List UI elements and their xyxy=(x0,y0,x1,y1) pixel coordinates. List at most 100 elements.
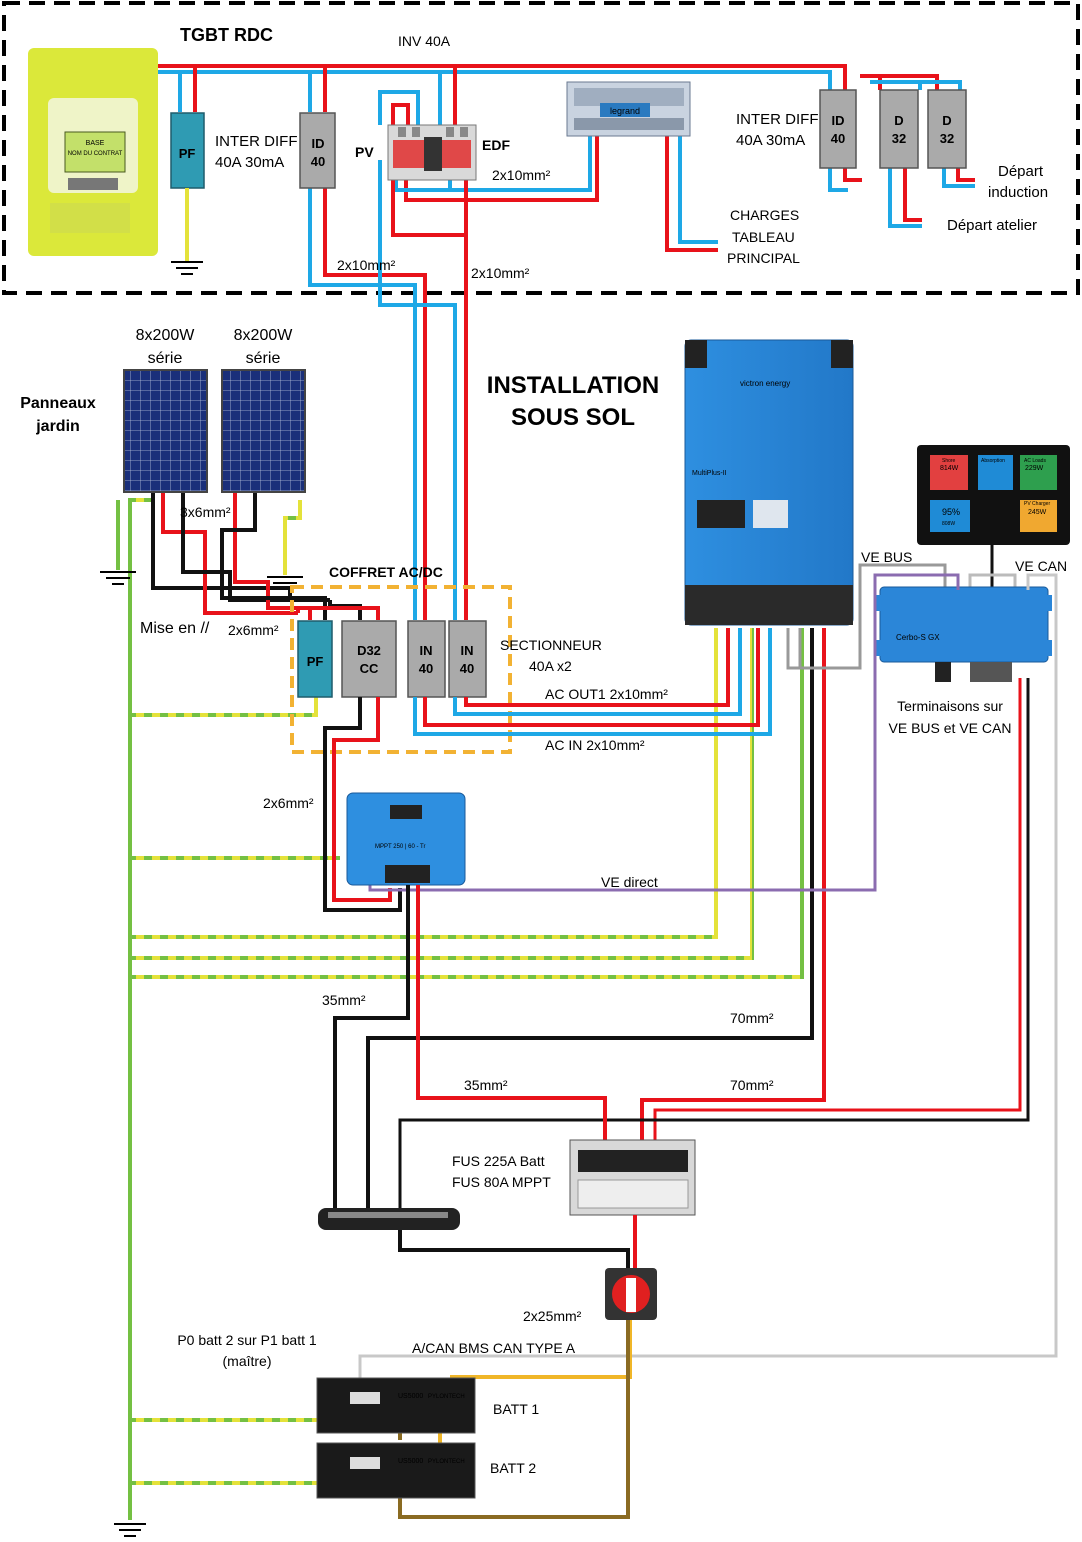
mppt-charger: MPPT 250 | 60 - Tr xyxy=(346,792,466,886)
svg-text:70mm²: 70mm² xyxy=(730,1077,774,1093)
svg-text:2x10mm²: 2x10mm² xyxy=(471,265,530,281)
svg-text:TABLEAU: TABLEAU xyxy=(732,229,795,245)
ve-bus-wires xyxy=(786,563,1017,670)
pv-string-wires xyxy=(151,493,380,620)
svg-text:induction: induction xyxy=(988,184,1048,201)
legrand-distribution-block: legrand xyxy=(566,81,691,137)
coffret-in40-a-box xyxy=(407,620,446,698)
svg-text:IN: IN xyxy=(420,643,433,658)
inverter-switch xyxy=(387,124,477,181)
svg-text:2x10mm²: 2x10mm² xyxy=(492,167,551,183)
svg-text:P0 batt 2 sur P1 batt 1: P0 batt 2 sur P1 batt 1 xyxy=(177,1332,317,1348)
svg-text:AC Loads: AC Loads xyxy=(1024,458,1046,464)
inverter-dc-wires xyxy=(366,628,826,1208)
solar-panel-1 xyxy=(123,369,208,493)
svg-text:Mise en //: Mise en // xyxy=(140,620,210,637)
cerbo-power-wires xyxy=(398,678,1030,1208)
ve-direct-wire xyxy=(368,573,960,892)
svg-text:2x6mm²: 2x6mm² xyxy=(263,795,314,811)
svg-text:95%: 95% xyxy=(942,507,960,517)
tgbt-title: TGBT RDC xyxy=(180,25,273,45)
install-title: INSTALLATION xyxy=(487,372,659,399)
inv-40a-label: INV 40A xyxy=(398,33,451,49)
cerbo-s-gx: Cerbo-S GX xyxy=(876,586,1052,682)
svg-text:jardin: jardin xyxy=(35,418,80,435)
earth-icon xyxy=(171,261,203,275)
earth-icon xyxy=(100,571,136,585)
negative-busbar xyxy=(318,1208,460,1230)
svg-text:SOUS SOL: SOUS SOL xyxy=(511,404,635,431)
svg-text:D: D xyxy=(942,113,951,128)
svg-text:US5000: US5000 xyxy=(398,1458,423,1465)
tgbt-frame xyxy=(2,1,1080,295)
svg-text:CHARGES: CHARGES xyxy=(730,207,799,223)
ac-inverter-wires xyxy=(413,628,772,736)
svg-text:Cerbo-S GX: Cerbo-S GX xyxy=(896,633,940,642)
svg-text:FUS 225A Batt: FUS 225A Batt xyxy=(452,1153,545,1169)
svg-text:VE direct: VE direct xyxy=(601,874,658,890)
svg-text:AC IN 2x10mm²: AC IN 2x10mm² xyxy=(545,737,645,753)
svg-text:FUS 80A MPPT: FUS 80A MPPT xyxy=(452,1174,551,1190)
svg-text:40A x2: 40A x2 xyxy=(529,658,572,674)
svg-text:Shore: Shore xyxy=(942,458,956,464)
svg-text:VE CAN: VE CAN xyxy=(1015,558,1067,574)
svg-text:NOM DU CONTRAT: NOM DU CONTRAT xyxy=(68,151,123,157)
svg-text:D: D xyxy=(894,113,903,128)
svg-text:MPPT 250 | 60 - Tr: MPPT 250 | 60 - Tr xyxy=(375,844,425,850)
svg-text:US5000: US5000 xyxy=(398,1393,423,1400)
tgbt-pf-label: PF xyxy=(179,146,196,161)
gx-touch-screen: Shore 814W Absorption AC Loads 229W 95% … xyxy=(917,445,1070,545)
svg-text:Absorption: Absorption xyxy=(981,458,1005,464)
svg-text:legrand: legrand xyxy=(610,106,640,116)
svg-text:40A 30mA: 40A 30mA xyxy=(736,132,805,149)
battery-2: US5000 PYLONTECH xyxy=(316,1442,476,1499)
svg-text:ID: ID xyxy=(312,136,325,151)
coffret-pf-box xyxy=(297,620,333,698)
fuse-block xyxy=(569,1139,696,1216)
svg-text:série: série xyxy=(246,350,281,367)
svg-text:AC OUT1 2x10mm²: AC OUT1 2x10mm² xyxy=(545,686,668,702)
svg-text:Départ atelier: Départ atelier xyxy=(947,217,1037,234)
svg-text:MultiPlus-II: MultiPlus-II xyxy=(692,470,727,477)
svg-text:Panneaux: Panneaux xyxy=(20,395,96,412)
tgbt-d32-a-box xyxy=(879,89,919,169)
svg-text:BASE: BASE xyxy=(86,140,105,147)
svg-text:CC: CC xyxy=(360,661,379,676)
linky-meter: BASE NOM DU CONTRAT xyxy=(28,48,158,256)
tgbt-wires xyxy=(158,64,975,278)
svg-text:808W: 808W xyxy=(942,521,955,527)
svg-text:VE BUS: VE BUS xyxy=(861,549,912,565)
svg-text:VE BUS et VE CAN: VE BUS et VE CAN xyxy=(889,720,1012,736)
svg-text:D32: D32 xyxy=(357,643,381,658)
svg-text:SECTIONNEUR: SECTIONNEUR xyxy=(500,637,602,653)
ve-can-bms-wire xyxy=(358,573,1058,1392)
svg-text:2x25mm²: 2x25mm² xyxy=(523,1308,582,1324)
coffret-d32cc-box xyxy=(341,620,397,698)
svg-text:229W: 229W xyxy=(1025,465,1044,472)
svg-text:8x200W: 8x200W xyxy=(136,327,196,344)
svg-text:40: 40 xyxy=(460,661,474,676)
inverter-multiplus: victron energy MultiPlus-II xyxy=(684,339,854,626)
svg-text:35mm²: 35mm² xyxy=(322,992,366,1008)
earth-icon xyxy=(114,1523,146,1537)
tgbt-id-left-box xyxy=(299,112,336,189)
svg-text:série: série xyxy=(148,350,183,367)
svg-text:814W: 814W xyxy=(940,465,959,472)
ac-feed-wires xyxy=(308,160,468,620)
svg-text:245W: 245W xyxy=(1028,509,1047,516)
coffret-in40-b-box xyxy=(448,620,487,698)
svg-text:3x6mm²: 3x6mm² xyxy=(180,504,231,520)
svg-text:IN: IN xyxy=(461,643,474,658)
pv-dc-wires xyxy=(323,697,402,912)
battery-switch-wires xyxy=(398,1215,637,1270)
battery-switch xyxy=(605,1268,657,1320)
svg-text:INTER DIFF: INTER DIFF xyxy=(736,111,819,128)
svg-text:40: 40 xyxy=(831,131,845,146)
svg-text:PF: PF xyxy=(307,654,324,669)
pv-label: PV xyxy=(355,144,374,160)
svg-text:40: 40 xyxy=(419,661,433,676)
solar-panel-2 xyxy=(221,369,306,493)
svg-text:A/CAN BMS CAN TYPE A: A/CAN BMS CAN TYPE A xyxy=(412,1340,576,1356)
